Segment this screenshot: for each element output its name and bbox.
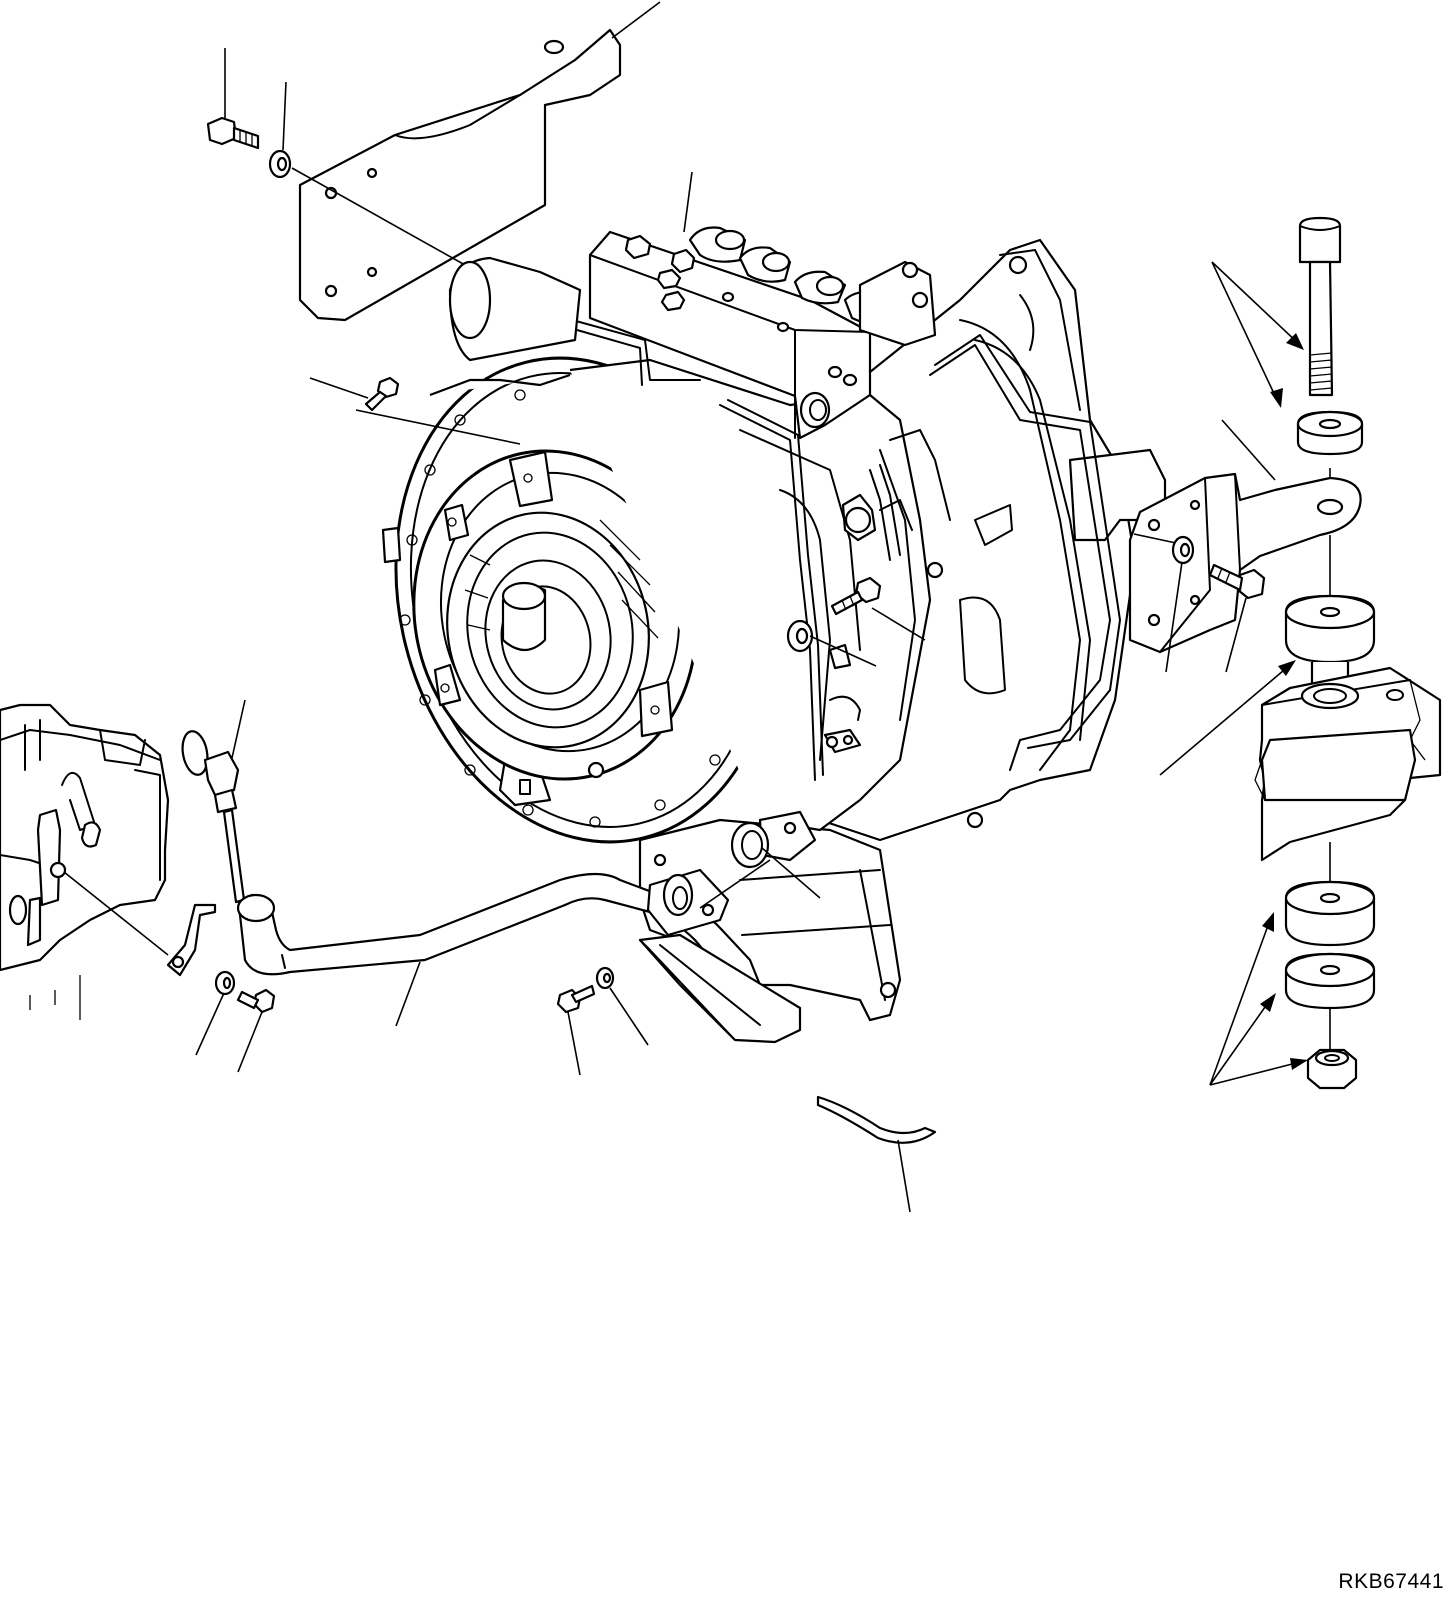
- filler-flange: [648, 812, 820, 935]
- control-valve-block: [590, 172, 935, 438]
- side-washer: [788, 621, 876, 666]
- cushion-pointer-arrows: [1210, 912, 1308, 1085]
- tube-bracket-lower: [640, 935, 800, 1042]
- mount-top-washer: [1298, 412, 1362, 454]
- torque-converter: [384, 424, 726, 805]
- left-bolt: [238, 990, 274, 1072]
- drawing-code: RKB67441: [1338, 1570, 1444, 1593]
- dipstick: [179, 700, 245, 902]
- transmission-assembly: [346, 172, 1165, 1020]
- engine-side: [0, 705, 168, 1020]
- right-mount-bracket: [1130, 420, 1361, 652]
- right-bracket-bolt: [1210, 565, 1264, 672]
- bracket-bolt: [208, 48, 258, 148]
- lower-rubber-cushion-upper: [1286, 882, 1374, 945]
- tube-bracket-left: [64, 872, 215, 975]
- side-bolt: [832, 578, 925, 640]
- left-washer: [196, 972, 234, 1055]
- seal-strip: [818, 1097, 935, 1212]
- lower-washer: [597, 968, 648, 1045]
- lower-bolt: [558, 986, 594, 1075]
- bracket-washer: [270, 82, 465, 265]
- bolt-pointer-arrows: [1212, 262, 1304, 408]
- mount-long-bolt: [1300, 218, 1340, 395]
- right-bracket-washer: [1166, 537, 1193, 672]
- bell-housing-bolt: [310, 378, 520, 444]
- lower-rubber-cushion-lower: [1286, 954, 1374, 1008]
- mount-nut: [1308, 1050, 1356, 1088]
- frame-section: [1255, 668, 1440, 860]
- upper-left-bracket: [300, 2, 660, 320]
